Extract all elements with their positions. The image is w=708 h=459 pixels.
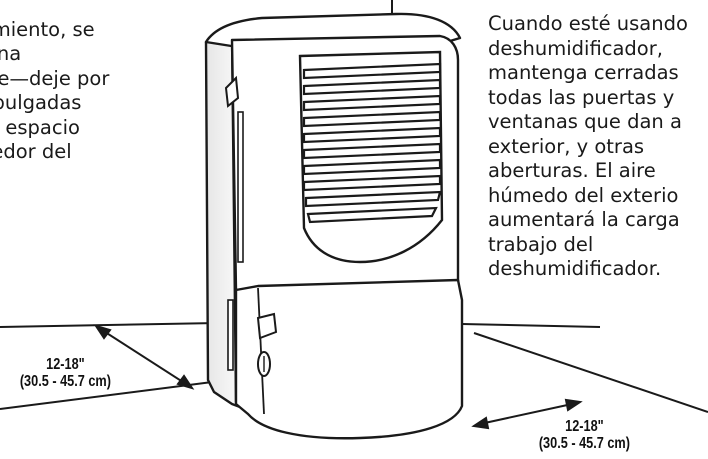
note-line: Cuando esté usando xyxy=(488,12,688,35)
bucket-handle xyxy=(256,312,278,340)
usage-note: Cuando esté usando deshumidificador, man… xyxy=(488,12,708,282)
clearance-instructions: rendimiento, se a buena de aire—deje por… xyxy=(0,18,204,189)
clearance-label-right: 12-18" (30.5 - 45.7 cm) xyxy=(527,418,642,452)
vent-slot xyxy=(237,111,244,263)
instruction-line: cador. xyxy=(0,164,204,188)
note-line: trabajo del xyxy=(488,232,594,256)
clearance-arrow-right xyxy=(471,398,583,430)
note-line: deshumidificador, xyxy=(488,36,663,60)
louver xyxy=(302,174,442,192)
clearance-arrow-left xyxy=(93,324,195,390)
wall-floor-line-right xyxy=(461,323,601,328)
louver xyxy=(302,78,442,96)
louver xyxy=(304,190,442,208)
side-vents xyxy=(227,111,244,371)
louver xyxy=(302,110,442,128)
grille-louvers xyxy=(302,62,442,224)
water-bucket xyxy=(234,278,464,440)
note-line: húmedo del exterio xyxy=(488,183,679,207)
instruction-line: m) de espacio xyxy=(0,115,80,139)
arrow-head-end xyxy=(176,374,195,390)
arrow-shaft xyxy=(101,329,187,385)
louver xyxy=(302,62,442,80)
arrow-shaft xyxy=(479,403,573,425)
note-line: aumentará la carga xyxy=(488,208,680,231)
note-line: todas las puertas y xyxy=(488,85,675,109)
control-panel xyxy=(224,75,240,108)
louver xyxy=(302,158,442,176)
arrow-head-start xyxy=(93,324,112,340)
instruction-line: rendimiento, se xyxy=(0,18,95,41)
arrow-head-start xyxy=(471,416,490,430)
vent-slot xyxy=(227,299,234,371)
clearance-centimeters: (30.5 - 45.7 cm) xyxy=(538,435,630,452)
clearance-inches: 12-18" xyxy=(565,418,604,435)
wall-floor-line-left xyxy=(0,322,219,328)
note-line: aberturas. El aire xyxy=(488,159,656,182)
instruction-line: a buena xyxy=(0,42,22,66)
louver xyxy=(306,206,438,224)
clearance-inches: 12-18" xyxy=(46,356,85,373)
note-line: ventanas que dan a xyxy=(488,110,682,133)
arrow-head-end xyxy=(564,398,583,412)
clearance-label-left: 12-18" (30.5 - 45.7 cm) xyxy=(8,356,123,390)
instruction-line: alrededor del xyxy=(0,140,72,164)
note-line: exterior, y otras xyxy=(488,134,645,158)
instruction-line: de aire—deje por xyxy=(0,66,110,90)
floor-edge-right xyxy=(473,332,708,413)
bucket-seam xyxy=(257,287,265,415)
louver xyxy=(302,142,442,160)
clearance-centimeters: (30.5 - 45.7 cm) xyxy=(19,373,111,390)
louver xyxy=(302,126,442,144)
note-line: mantenga cerradas xyxy=(488,61,679,84)
louver xyxy=(302,94,442,112)
note-line: deshumidificador. xyxy=(488,257,662,280)
instruction-line: 2-18 pulgadas xyxy=(0,91,82,115)
